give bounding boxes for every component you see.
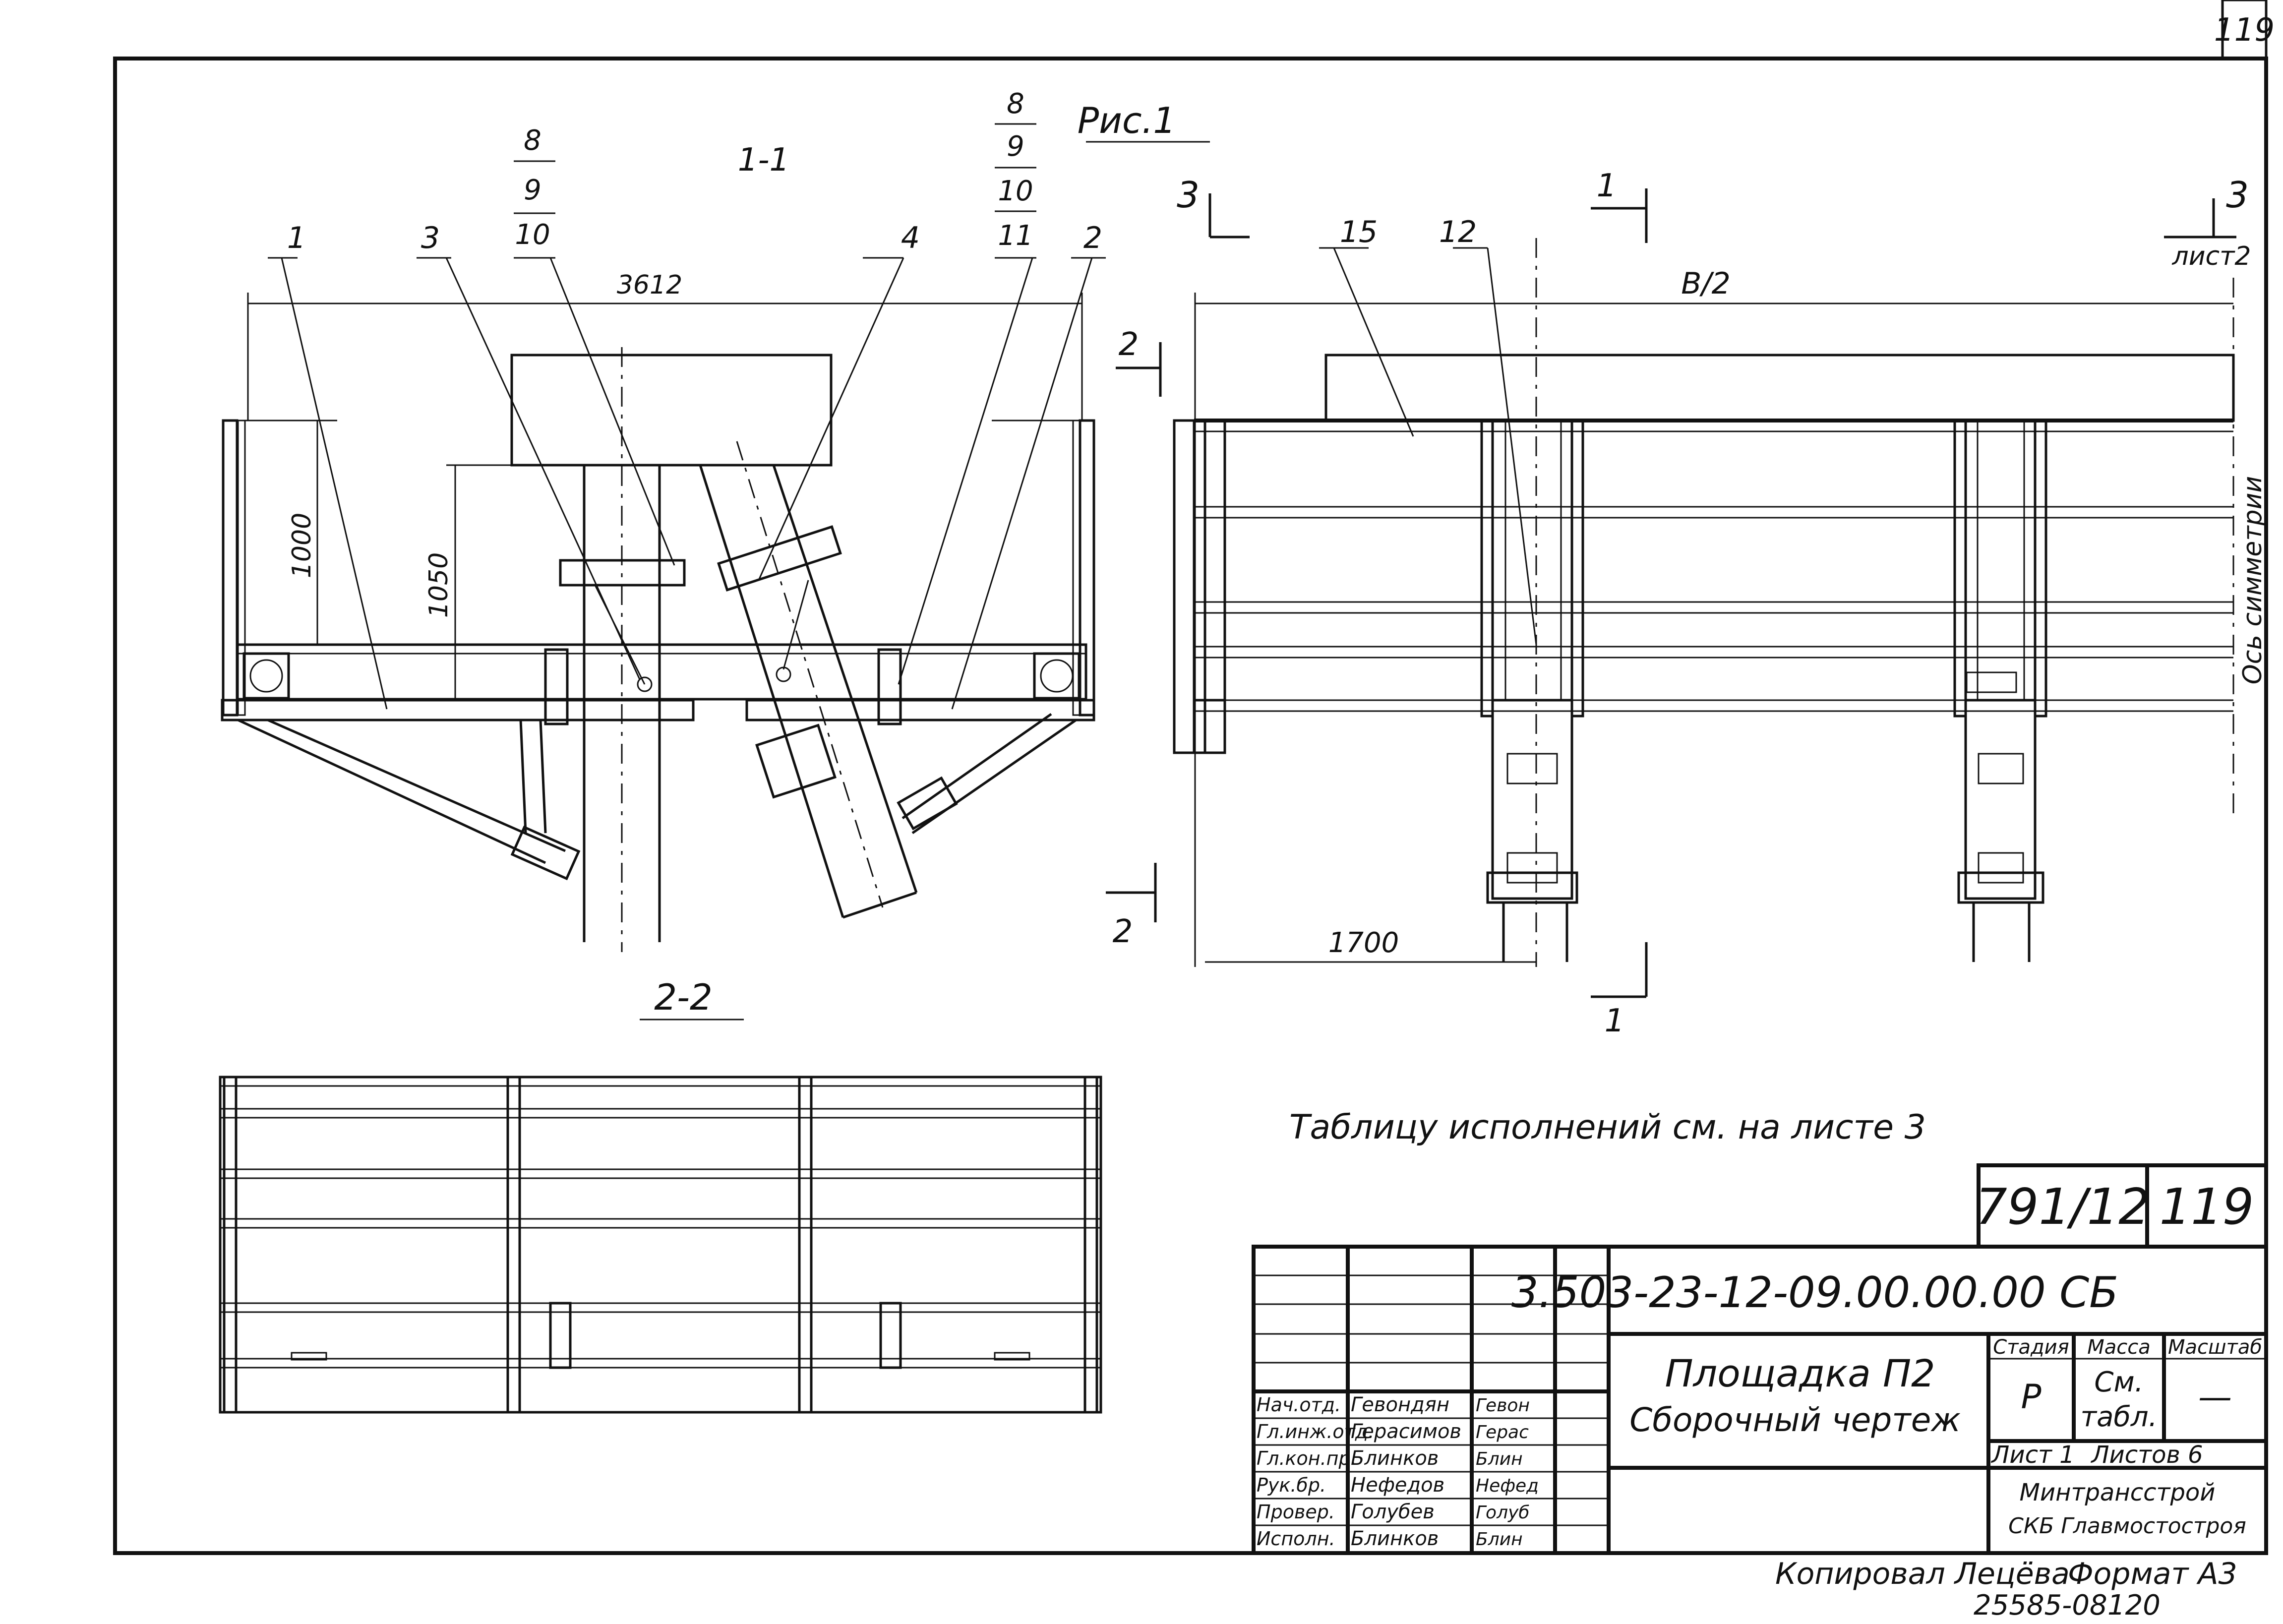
org-line1: Минтрансстрой (2020, 1479, 2216, 1506)
inventory-number: 791/12 (1976, 1178, 2150, 1236)
callout-2: 2 (1083, 221, 1102, 255)
scale-value: — (2198, 1378, 2232, 1417)
title-block: 791/12 119 3.503-23-12-09.00.00.00 СБ Пл… (1252, 1163, 2268, 1555)
section-2-2-title: 2-2 (654, 976, 713, 1018)
cut1-top: 1 (1597, 168, 1617, 204)
cut3-right: 3 (2226, 174, 2249, 216)
dim-half-width: B/2 (1681, 266, 1731, 301)
sig-role: Гл.кон.пр. (1257, 1447, 1357, 1469)
footer-copied: Копировал Лецёва (1775, 1557, 2070, 1591)
callout-4: 4 (901, 221, 920, 255)
scale-header: Масштаб (2168, 1336, 2262, 1359)
dim-1700: 1700 (1328, 927, 1399, 959)
note-table-reference: Таблицу исполнений см. на листе 3 (1289, 1108, 1926, 1147)
stack-left-10: 10 (515, 219, 550, 251)
sig-name: Блинков (1351, 1527, 1439, 1550)
signature-rows: Нач.отд. Гевондян Гевон Гл.инж.отд. Гера… (1257, 1393, 1539, 1550)
sig-name: Блинков (1351, 1447, 1439, 1470)
sig-handwriting: Блин (1476, 1529, 1523, 1550)
stack-right-8: 8 (1007, 88, 1024, 120)
mass-value-2: табл. (2080, 1401, 2157, 1433)
beam-block (510, 354, 833, 467)
designation: 3.503-23-12-09.00.00.00 СБ (1511, 1268, 2118, 1318)
stage-header: Стадия (1993, 1336, 2069, 1359)
section-1-1-view: 3612 1000 1050 1 3 4 2 8 9 (221, 88, 1210, 952)
axis-label: Ось симметрии (2238, 476, 2268, 684)
inventory-sheet: 119 (2160, 1178, 2254, 1236)
callout-3: 3 (421, 221, 440, 255)
mass-header: Масса (2087, 1336, 2151, 1359)
cut2-bottom: 2 (1113, 913, 1133, 950)
corner-page-number: 119 (2214, 12, 2275, 49)
sig-role: Провер. (1257, 1501, 1335, 1523)
callout-stack-right: 8 9 10 11 (995, 88, 1036, 259)
sheets-label: Листов 6 (2090, 1441, 2203, 1469)
sig-name: Нефедов (1351, 1474, 1444, 1497)
figure-label: Рис.1 (1078, 100, 1176, 141)
sig-handwriting: Голуб (1476, 1503, 1530, 1523)
cut1-bottom: 1 (1605, 1003, 1625, 1039)
dim-1050: 1050 (424, 552, 454, 618)
stack-left-8: 8 (524, 124, 541, 157)
callout-1: 1 (287, 221, 306, 255)
callout-12: 12 (1439, 215, 1477, 249)
footer-format: Формат А3 (2068, 1557, 2237, 1591)
sig-role: Рук.бр. (1257, 1474, 1326, 1496)
sig-name: Голубев (1351, 1501, 1435, 1523)
footer-number: 25585-08 (1974, 1589, 2107, 1622)
cut3-right-ref: лист2 (2172, 241, 2251, 271)
stack-right-10: 10 (998, 175, 1033, 207)
sig-handwriting: Герас (1476, 1422, 1529, 1443)
sig-role: Исполн. (1257, 1528, 1335, 1550)
stack-left-9: 9 (524, 174, 541, 206)
stack-right-9: 9 (1007, 130, 1024, 163)
org-line2: СКБ Главмостостроя (2008, 1513, 2246, 1539)
cut3-left: 3 (1177, 174, 1200, 216)
sig-handwriting: Нефед (1476, 1476, 1539, 1496)
dim-1000: 1000 (287, 513, 317, 578)
view-3-plan: Ось симметрии B/2 1700 15 12 1 1 2 2 3 3 (1106, 168, 2268, 1039)
sig-handwriting: Гевон (1476, 1395, 1530, 1416)
drawing-name-line2: Сборочный чертеж (1629, 1401, 1961, 1439)
corner-page-box (2221, 0, 2268, 60)
sig-role: Нач.отд. (1257, 1394, 1341, 1416)
stack-right-11: 11 (998, 220, 1033, 252)
dim-3612: 3612 (617, 270, 682, 300)
sig-name: Герасимов (1351, 1420, 1461, 1443)
callout-stack-left: 8 9 10 (514, 124, 555, 259)
drawing-name-line1: Площадка П2 (1665, 1351, 1935, 1395)
callout-15: 15 (1340, 215, 1378, 249)
section-2-2-view: 2-2 (219, 976, 1102, 1414)
sig-name: Гевондян (1351, 1393, 1449, 1416)
cut2-top: 2 (1119, 326, 1139, 363)
sheet-label: Лист 1 (1990, 1441, 2074, 1469)
mass-value-1: См. (2094, 1366, 2143, 1398)
sig-handwriting: Блин (1476, 1449, 1523, 1469)
stage-value: Р (2021, 1378, 2041, 1417)
sheet-frame (113, 57, 2268, 1555)
section-1-1-title: 1-1 (738, 142, 790, 179)
sig-role: Гл.инж.отд. (1257, 1421, 1374, 1443)
footer-page: 120 (2107, 1589, 2161, 1622)
